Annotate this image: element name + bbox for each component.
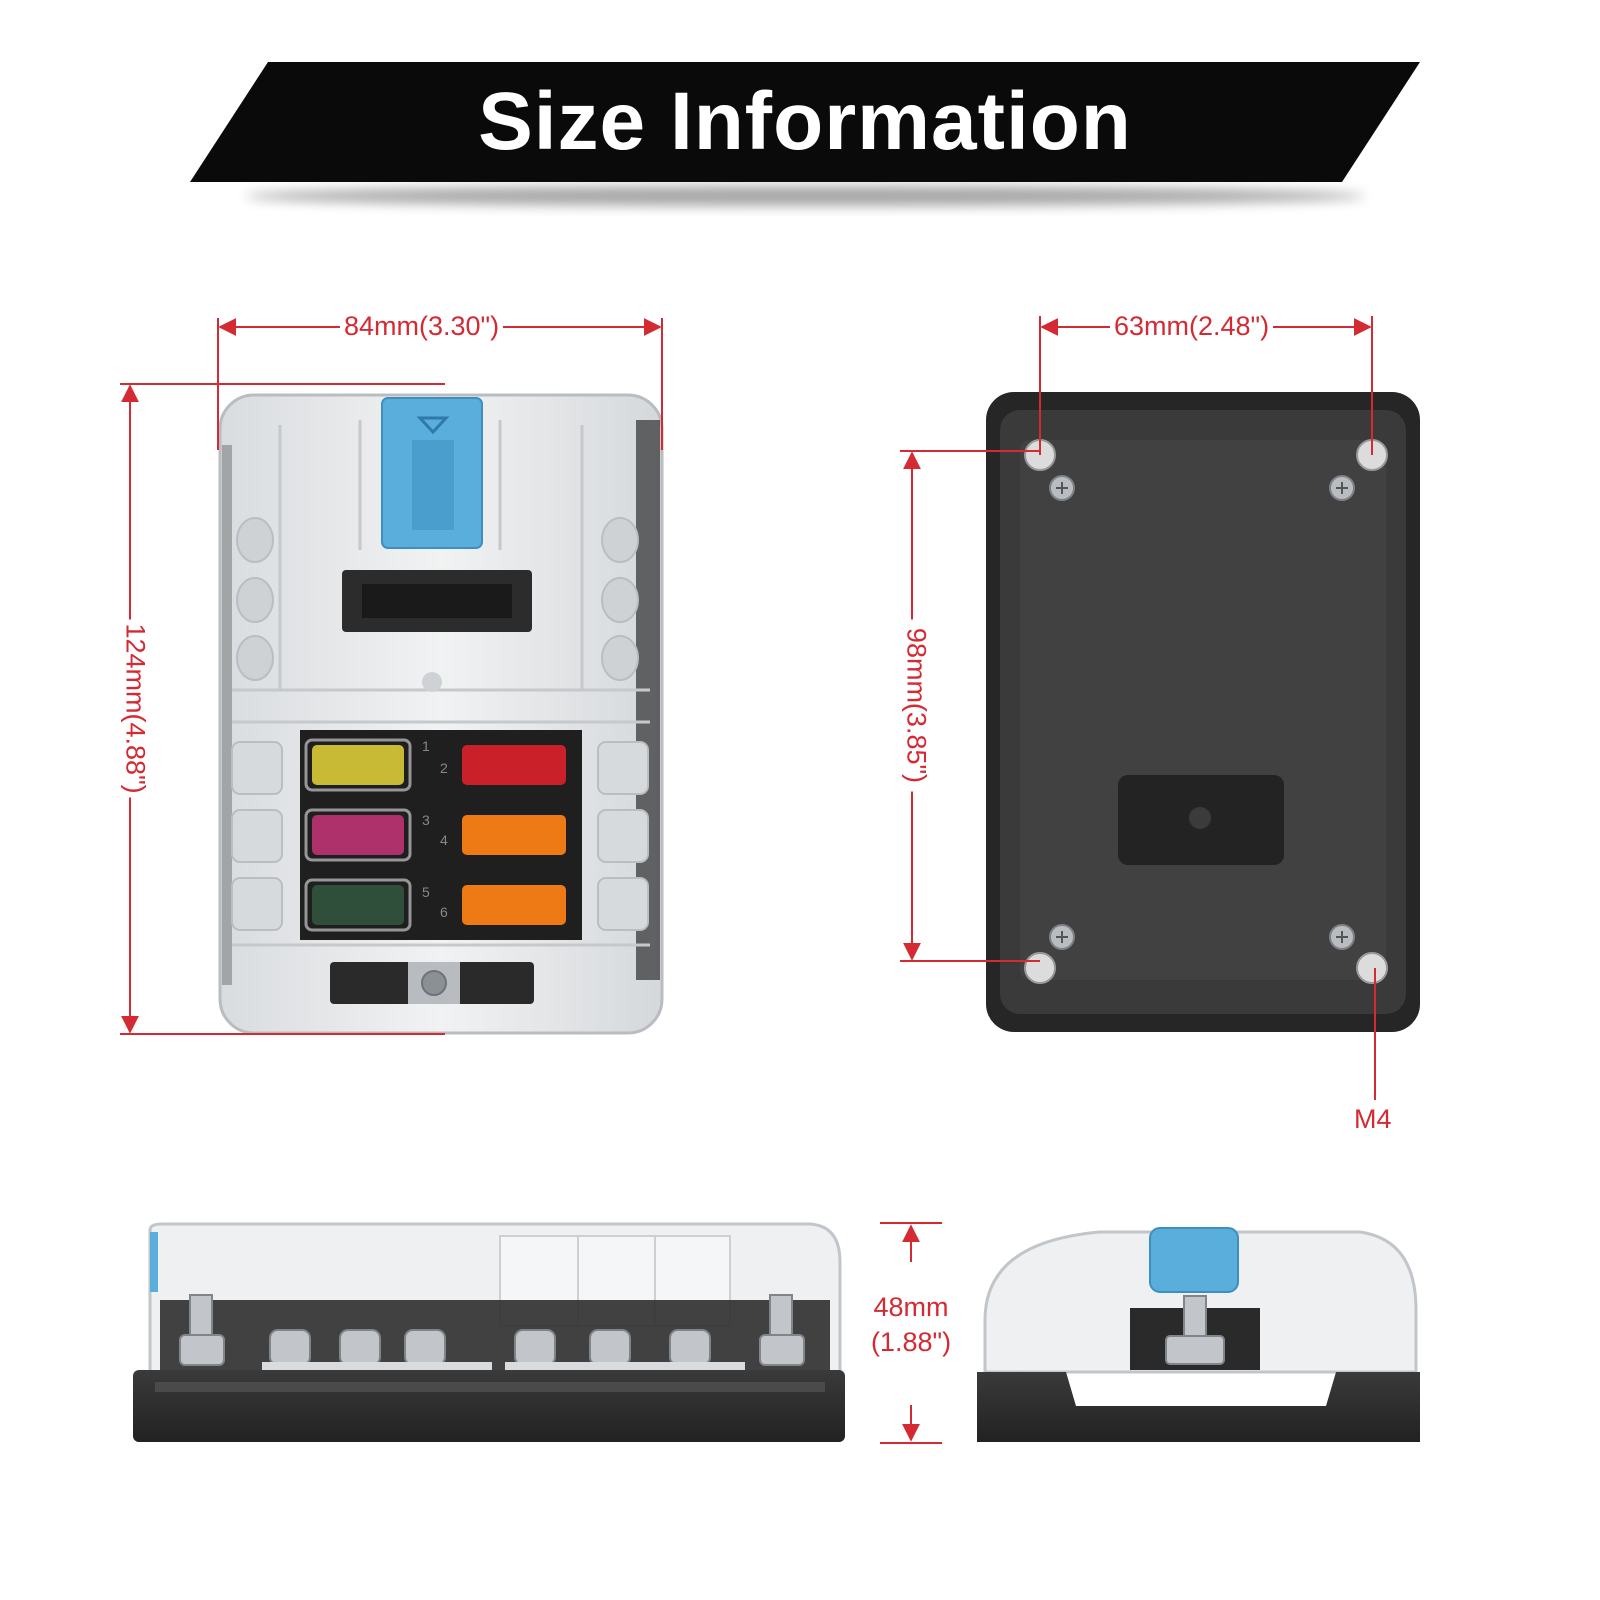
top-view-fuse-block [218, 393, 664, 1035]
side-height-label: 48mm (1.88") [858, 1290, 964, 1360]
top-height-label: 124mm(4.88") [121, 619, 151, 798]
side-height-in: (1.88") [870, 1327, 952, 1358]
fuse-number-3: 3 [422, 812, 430, 828]
bottom-width-label: 63mm(2.48") [1110, 313, 1274, 340]
blue-clip [381, 397, 483, 549]
page-title: Size Information [478, 76, 1132, 167]
top-width-label: 84mm(3.30") [340, 313, 504, 340]
side-height-mm: 48mm [873, 1292, 949, 1322]
fuse-number-2: 2 [440, 760, 448, 776]
screw-size-label: M4 [1354, 1104, 1392, 1134]
bottom-height-label: 98mm(3.85") [902, 619, 932, 792]
fuse-number-5: 5 [422, 884, 430, 900]
end-view-fuse-block [977, 1227, 1420, 1442]
fuse-number-6: 6 [440, 904, 448, 920]
fuse-number-4: 4 [440, 832, 448, 848]
side-view-fuse-block [133, 1222, 845, 1442]
title-banner [190, 62, 1420, 206]
side-view-dimension-lines [880, 1222, 942, 1444]
fuse-slots [304, 738, 566, 932]
fuse-number-1: 1 [422, 738, 430, 754]
bottom-view-fuse-block [986, 392, 1420, 1032]
